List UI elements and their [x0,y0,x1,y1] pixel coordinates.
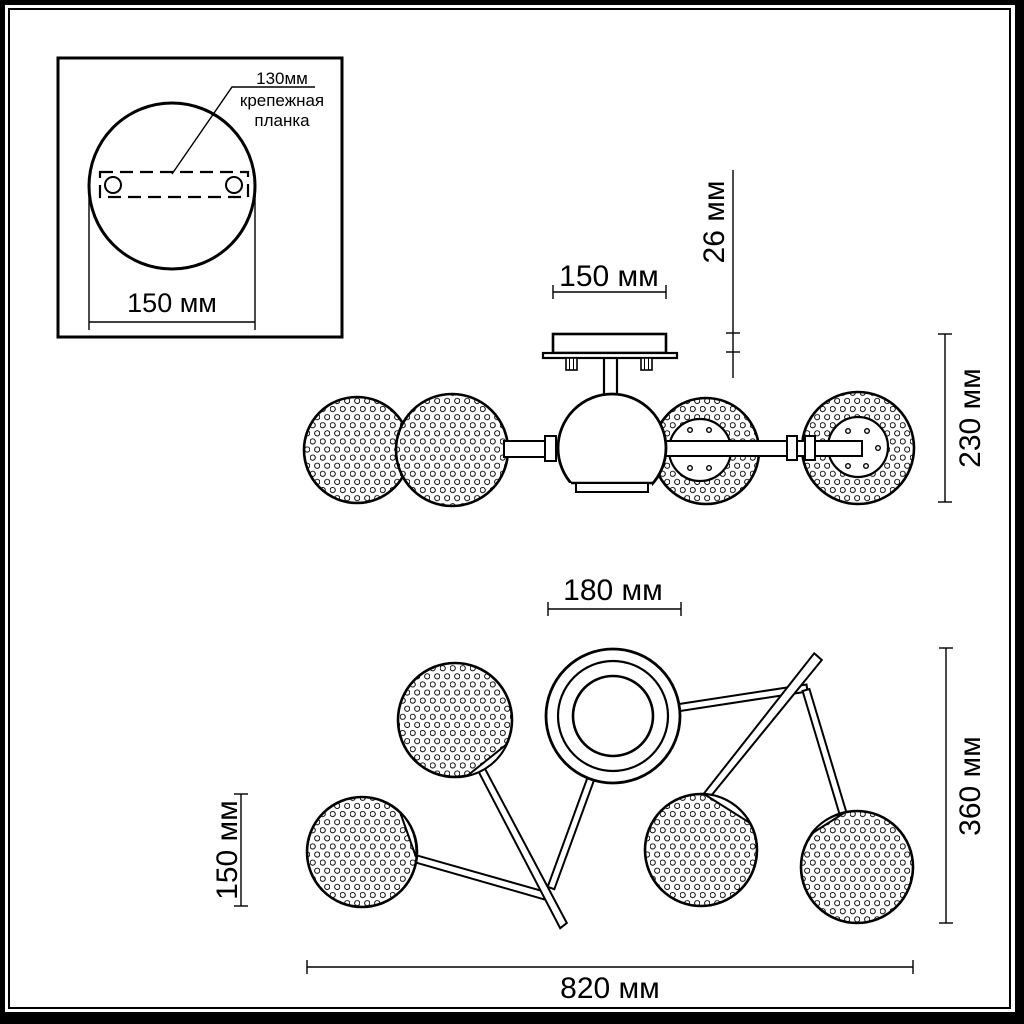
canopy-body [551,332,668,355]
mounting-bar-dashed [98,170,250,199]
callout-leader-line [171,86,315,175]
shade-top-left [396,661,514,779]
canopy-width-label: 150 мм [559,260,659,293]
shade-3-lamp-dots [687,427,713,472]
shade-bottom-left [305,795,419,909]
right-arm-collar [786,435,798,461]
canopy-screw-right [640,357,653,371]
arm-to-bottom-right-shade [801,687,850,823]
fixture-width-label: 820 мм [560,972,660,1005]
shade-sphere-2 [394,392,510,508]
fixture-height-label: 230 мм [954,368,987,468]
right-arm-collar [804,435,816,461]
shade-arm-socket [810,812,845,835]
shade-arm-socket [399,811,418,858]
shade-diameter-label: 150 мм [211,800,244,900]
arm-ring-to-left-vertex [546,767,599,891]
callout-line-3: планка [254,111,310,130]
left-arm [503,440,549,458]
shade-arm-socket [466,743,508,777]
screw-hole-right [225,176,243,194]
canopy-height-dimension: 26 мм [698,170,740,378]
left-arm-collar [544,435,557,462]
inset-mounting-plate-detail: 130мм крепежная планка 150 мм [56,56,344,339]
central-ring [544,647,682,785]
shade-bottom-right [799,809,915,925]
top-view: 180 мм 150 мм 360 мм 820 мм [211,574,987,1005]
fixture-depth-label: 360 мм [954,736,987,836]
shade-arm-socket [700,792,753,826]
callout-line-2: крепежная [240,91,324,110]
left-long-rod [473,760,569,930]
screw-hole-left [104,176,122,194]
ring-diameter-label: 180 мм [563,574,663,607]
canopy-width-dimension: 150 мм [552,260,667,299]
callout-line-1: 130мм [256,69,308,88]
dome-rim [575,482,649,493]
inset-border [56,56,344,339]
shade-sphere-1 [302,395,412,505]
canopy-height-label: 26 мм [698,181,731,264]
right-arm [654,440,863,457]
plate-width-dimension-label: 150 мм [127,288,217,318]
right-long-rod [699,651,824,803]
fixture-depth-dimension: 360 мм [939,647,987,924]
ring-diameter-dimension: 180 мм [547,574,682,616]
fixture-height-dimension: 230 мм [938,333,987,503]
canopy-screw-left [565,357,578,371]
side-view: 150 мм 26 мм 230 мм [302,170,987,509]
canopy-flange [541,351,679,360]
fixture-width-dimension: 820 мм [306,960,914,1005]
shade-bottom-middle [643,792,759,908]
shade-diameter-dimension: 150 мм [211,793,248,907]
shade-4-lamp-dots [845,428,882,470]
